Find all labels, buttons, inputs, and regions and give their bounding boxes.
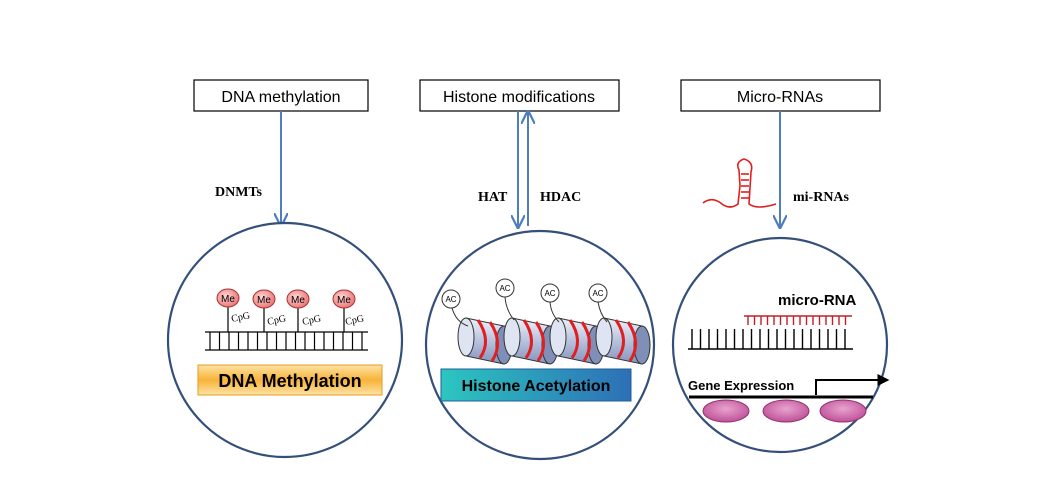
panel-histone-modifications: Histone modifications HAT HDAC AC AC <box>419 79 656 461</box>
methyl-mark: Me CpG <box>252 289 287 332</box>
svg-text:AC: AC <box>499 284 510 293</box>
svg-text:Me: Me <box>291 295 305 306</box>
gene-ellipse <box>762 399 810 423</box>
label-micro-rna: micro-RNA <box>778 292 857 309</box>
svg-text:Me: Me <box>257 295 271 306</box>
header-dna-methylation: DNA methylation <box>221 89 340 106</box>
methyl-mark: Me CpG <box>286 289 322 332</box>
panel-micro-rnas: Micro-RNAs mi-RNAs micro-RNA Gene Expres… <box>671 79 890 454</box>
svg-text:AC: AC <box>592 289 603 298</box>
svg-text:AC: AC <box>544 289 555 298</box>
header-histone-modifications: Histone modifications <box>443 89 595 106</box>
circle-dna-methylation <box>166 221 404 459</box>
header-box-dna-methylation <box>193 79 369 112</box>
banner-text-dna-methylation: DNA Methylation <box>218 371 361 391</box>
label-hat: HAT <box>478 190 508 205</box>
banner-histone-acetylation <box>440 368 632 402</box>
acetyl-mark: AC <box>540 283 560 323</box>
svg-text:CpG: CpG <box>344 313 365 328</box>
panel-dna-methylation: DNA methylation DNMTs Me CpG Me CpG <box>166 79 404 459</box>
banner-text-histone-acetylation: Histone Acetylation <box>462 378 611 395</box>
acetyl-mark: AC <box>495 278 515 321</box>
svg-text:Me: Me <box>221 294 235 305</box>
mrna-strand <box>688 329 853 350</box>
nucleosome <box>457 317 513 365</box>
svg-text:CpG: CpG <box>230 310 251 325</box>
gene-ellipse <box>819 399 867 423</box>
header-box-histone-modifications <box>419 79 620 112</box>
transcription-arrow-icon <box>815 374 890 395</box>
dna-ladder <box>205 331 368 351</box>
svg-text:AC: AC <box>445 295 456 304</box>
acetyl-mark: AC <box>588 283 608 323</box>
gene-ellipses <box>702 399 867 423</box>
label-dnmts: DNMTs <box>215 185 262 200</box>
mirna-hairpin-icon <box>702 158 777 208</box>
acetyl-mark: AC <box>441 289 469 327</box>
methyl-mark: Me CpG <box>332 289 365 332</box>
methyl-marks: Me CpG Me CpG Me CpG Me CpG <box>216 288 365 332</box>
gene-ellipse <box>702 399 750 423</box>
label-mirnas: mi-RNAs <box>793 190 850 205</box>
svg-text:Me: Me <box>337 295 351 306</box>
methyl-mark: Me CpG <box>216 288 251 332</box>
header-micro-rnas: Micro-RNAs <box>737 89 823 106</box>
mirna-strand <box>744 315 852 325</box>
banner-dna-methylation <box>197 364 383 396</box>
acetyl-marks: AC AC AC AC <box>441 278 608 327</box>
svg-text:CpG: CpG <box>266 313 287 328</box>
nucleosome <box>503 317 559 365</box>
nucleosome <box>595 317 651 365</box>
nucleosome-chain <box>457 317 651 365</box>
label-gene-expression: Gene Expression <box>688 378 794 393</box>
label-hdac: HDAC <box>540 190 581 205</box>
svg-text:CpG: CpG <box>301 313 322 328</box>
